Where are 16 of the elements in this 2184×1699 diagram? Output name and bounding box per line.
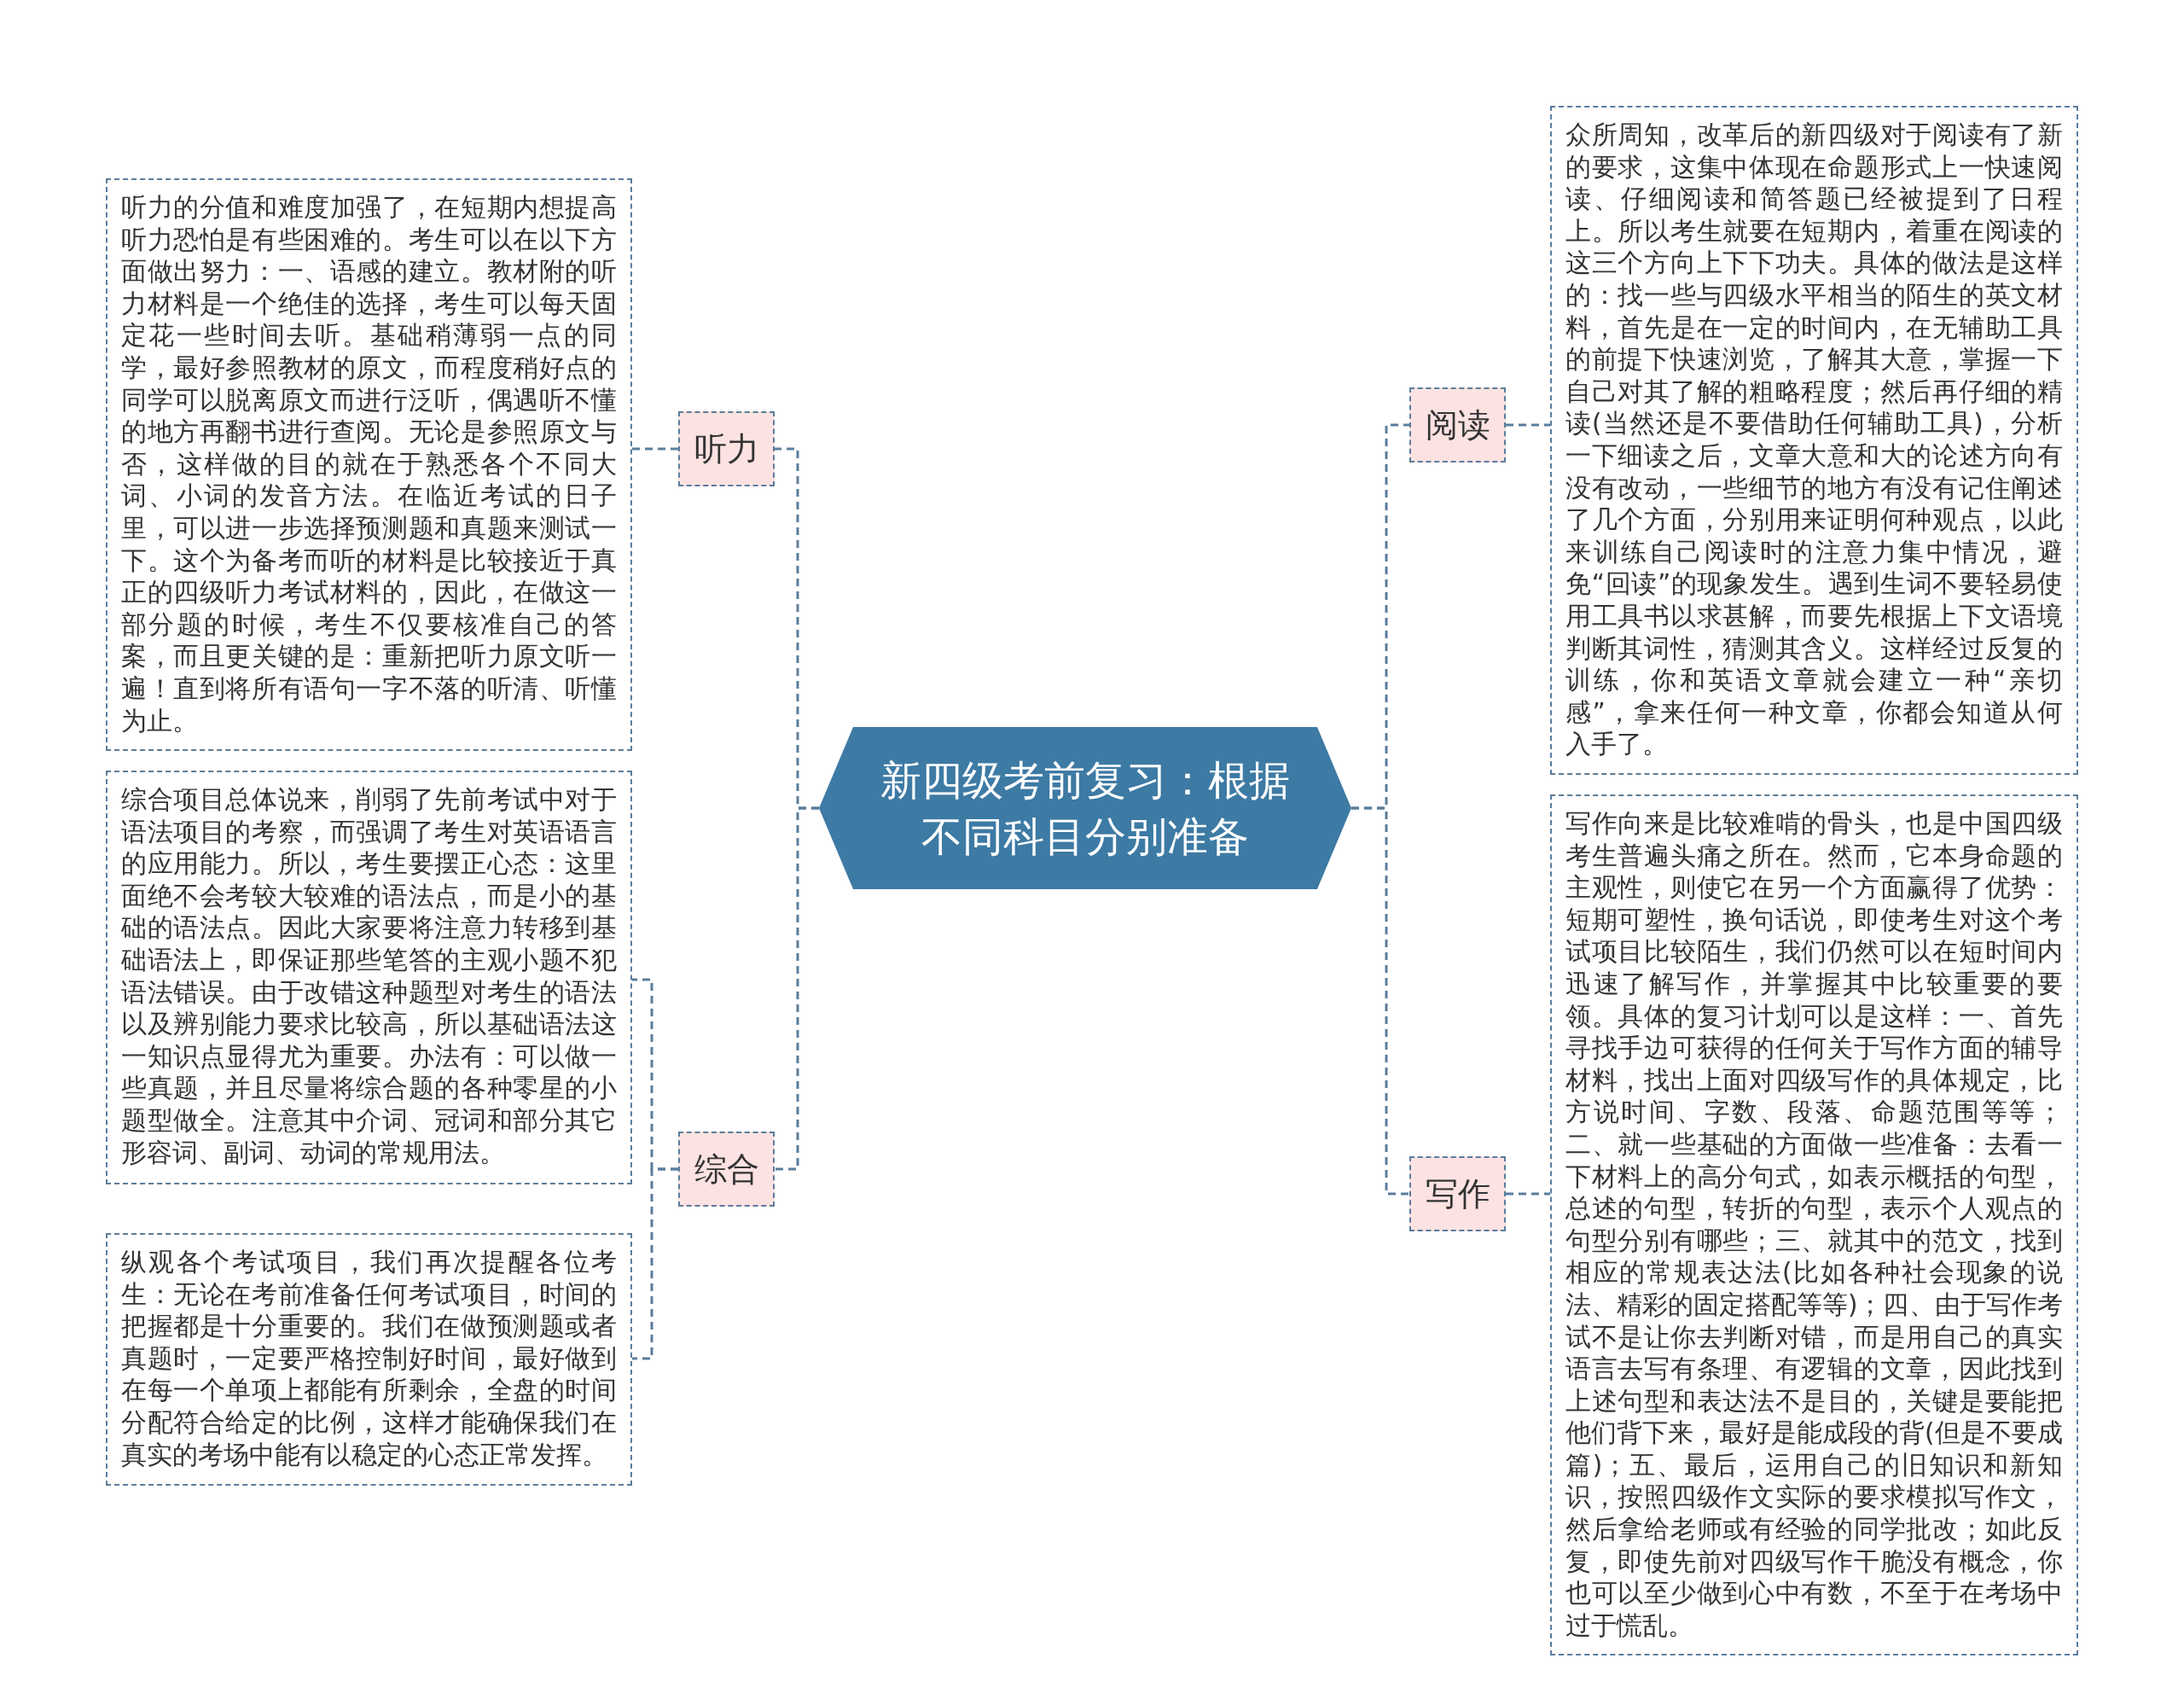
- text-box: 纵观各个考试项目，我们再次提醒各位考生：无论在考前准备任何考试项目，时间的把握都是十分重要的。我们在做预测题或者真题时，一定要严格控制好时间，最好做到在每一个单项上都能有所剩余，全盘的时间分配符合给定的比例，这样才能确保我们在真实的考场中能有以稳定的心态正常发挥。: [106, 1233, 632, 1486]
- central-topic-hexagon: 新四级考前复习：根据不同科目分别准备: [819, 727, 1351, 889]
- topic-box: 阅读: [1409, 387, 1506, 463]
- connector-line: [632, 447, 678, 451]
- connector-line: [1506, 1192, 1550, 1196]
- topic-box: 听力: [678, 411, 775, 486]
- text-box: 写作向来是比较难啃的骨头，也是中国四级考生普遍头痛之所在。然而，它本身命题的主观性，则使它在另一个方面赢得了优势：短期可塑性，换句话说，即使考生对这个考试项目比较陌生，我们仍然可以在短时间内迅速了解写作，并掌握其中比较重要的要领。具体的复习计划可以是这样：一、首先寻找手边可获得的任何关于写作方面的辅导材料，找出上面对四级写作的具体规定，比方说时间、字数、段落、命题范围等等；二、就一些基础的方面做一些准备：去看一下材料上的高分句式，如表示概括的句型，总述的句型，转折的句型，表示个人观点的句型分别有哪些；三、就其中的范文，找到相应的常规表达法(比如各种社会现象的说法、精彩的固定搭配等等)；四、由于写作考试不是让你去判断对错，而是用自己的真实语言去写有条理、有逻辑的文章，因此找到上述句型和表达法不是目的，关键是要能把他们背下来，最好是能成段的背(但是不要成篇)；五、最后，运用自己的旧知识和新知识，按照四级作文实际的要求模拟写作文，然后拿给老师或有经验的同学批改；如此反复，即使先前对四级写作干脆没有概念，你也可以至少做到心中有数，不至于在考场中过于慌乱。: [1550, 794, 2078, 1656]
- text-box: 听力的分值和难度加强了，在短期内想提高听力恐怕是有些困难的。考生可以在以下方面做出努力：一、语感的建立。教材附的听力材料是一个绝佳的选择，考生可以每天固定花一些时间去听。基础稍薄弱一点的同学，最好参照教材的原文，而程度稍好点的同学可以脱离原文而进行泛听，偶遇听不懂的地方再翻书进行查阅。无论是参照原文与否，这样做的目的就在于熟悉各个不同大词、小词的发音方法。在临近考试的日子里，可以进一步选择预测题和真题来测试一下。这个为备考而听的材料是比较接近于真正的四级听力考试材料的，因此，在做这一部分题的时候，考生不仅要核准自己的答案，而且更关键的是：重新把听力原文听一遍！直到将所有语句一字不落的听清、听懂为止。: [106, 178, 632, 752]
- topic-box: 写作: [1409, 1156, 1506, 1231]
- connector-line: [1506, 423, 1550, 427]
- text-box: 众所周知，改革后的新四级对于阅读有了新的要求，这集中体现在命题形式上一快速阅读、仔细阅读和简答题已经被提到了日程上。所以考生就要在短期内，着重在阅读的这三个方向上下下功夫。具体的做法是这样的：找一些与四级水平相当的陌生的英文材料，首先是在一定的时间内，在无辅助工具的前提下快速浏览，了解其大意，掌握一下自己对其了解的粗略程度；然后再仔细的精读(当然还是不要借助任何辅助工具)，分析一下细读之后，文章大意和大的论述方向有没有改动，一些细节的地方有没有记住阐述了几个方面，分别用来证明何种观点，以此来训练自己阅读时的注意力集中情况，避免“回读”的现象发生。遇到生词不要轻易使用工具书以求甚解，而要先根据上下文语境判断其词性，猜测其含义。这样经过反复的训练，你和英语文章就会建立一种“亲切感”，拿来任何一种文章，你都会知道从何入手了。: [1550, 106, 2078, 775]
- connector-line: [1351, 806, 1409, 1196]
- connector-line: [632, 1167, 678, 1360]
- text-box: 综合项目总体说来，削弱了先前考试中对于语法项目的考察，而强调了考生对英语语言的应用能力。所以，考生要摆正心态：这里面绝不会考较大较难的语法点，而是小的基础的语法点。因此大家要将注意力转移到基础语法上，即保证那些笔答的主观小题不犯语法错误。由于改错这种题型对考生的语法以及辨别能力要求比较高，所以基础语法这一知识点显得尤为重要。办法有：可以做一些真题，并且尽量将综合题的各种零星的小题型做全。注意其中介词、冠词和部分其它形容词、副词、动词的常规用法。: [106, 771, 632, 1184]
- connector-line: [775, 806, 819, 1171]
- topic-box: 综合: [678, 1132, 775, 1207]
